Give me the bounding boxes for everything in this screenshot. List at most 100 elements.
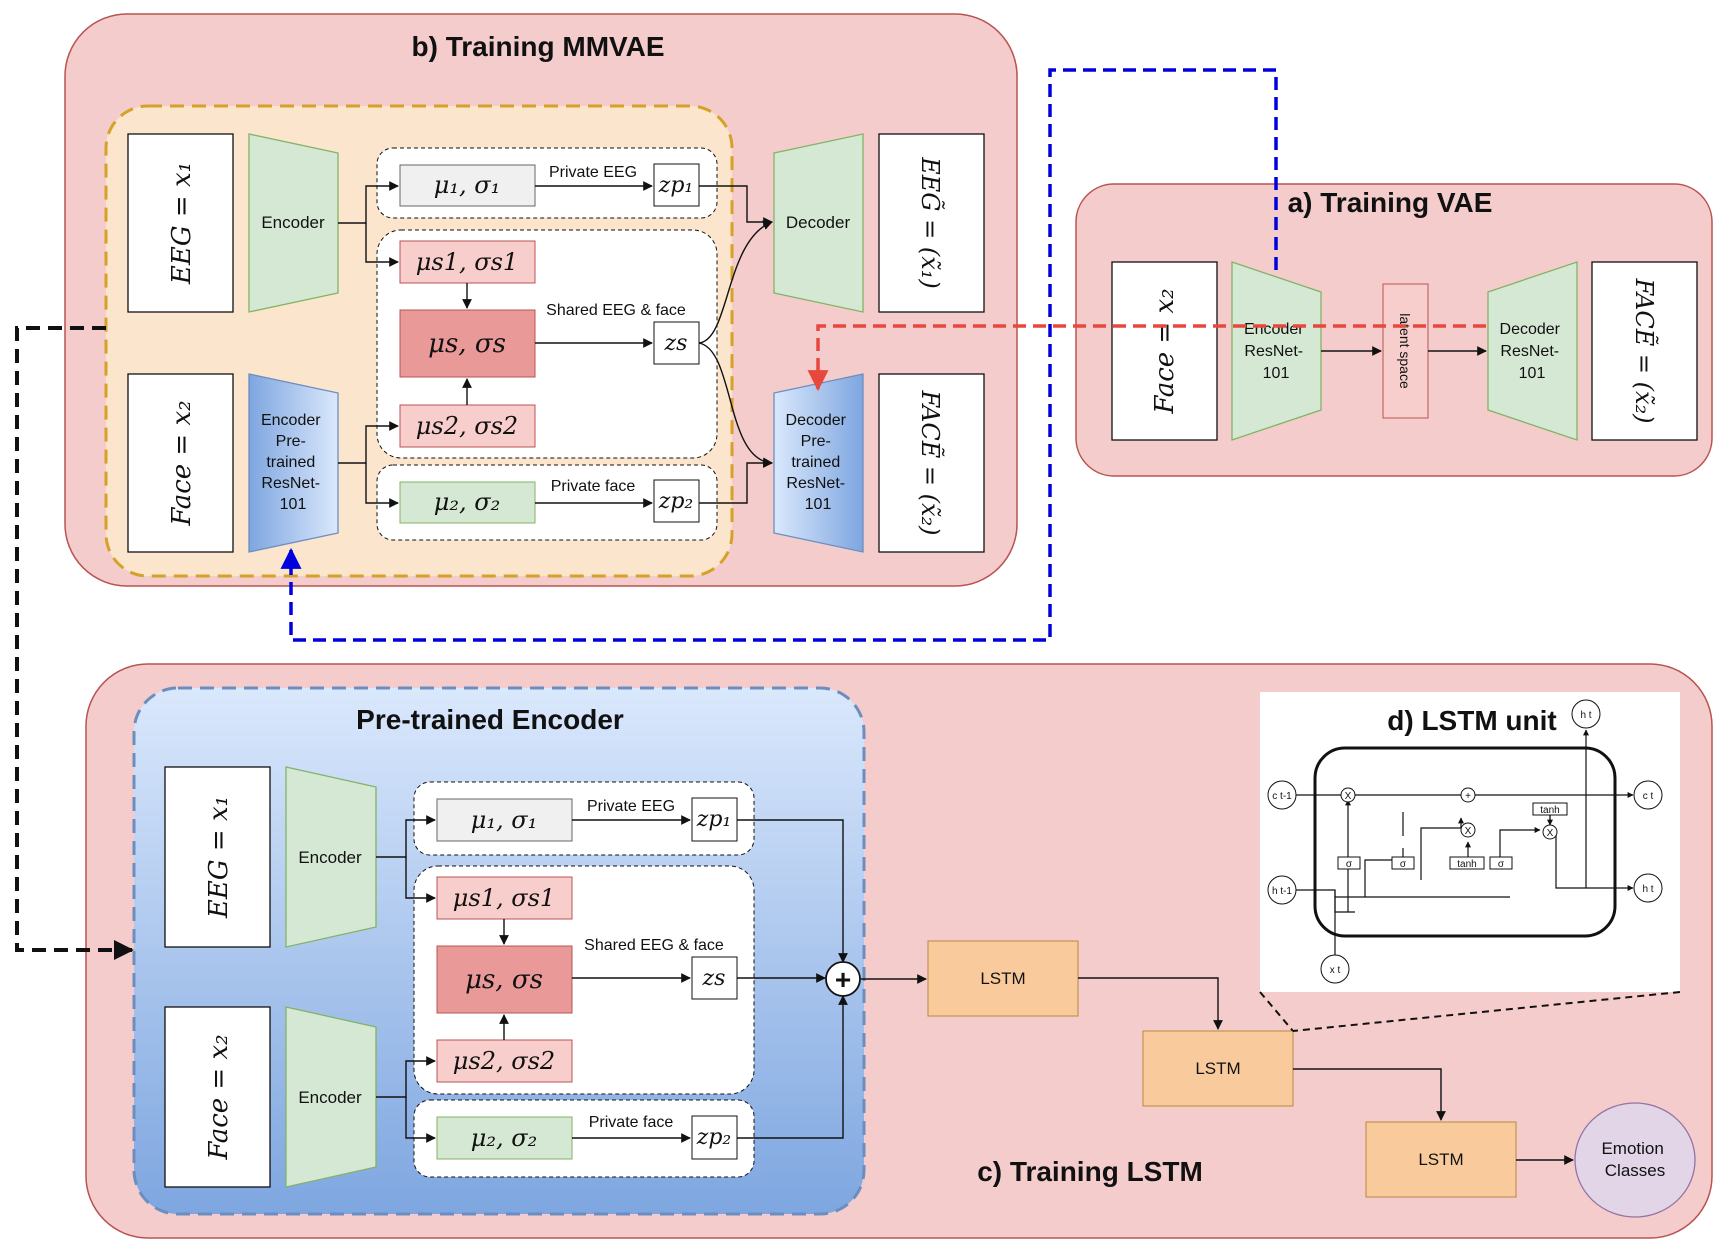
eeg-recon-label: EEG̃ = (x̃₁): [916, 156, 944, 288]
h-prev-node: [1267, 875, 1297, 905]
lstm-box-3: [1365, 1121, 1517, 1198]
face-recon-box: [878, 373, 985, 553]
c-private-face-edge-label: Private face: [589, 1114, 674, 1131]
mus1-sigmas1-box: [399, 240, 536, 284]
c-mus1-sigmas1-label: μs1, σs1: [453, 884, 555, 912]
c-zp2-box: [691, 1115, 738, 1160]
c-shared-edge-label: Shared EEG & face: [584, 937, 724, 954]
zs-label: zs: [664, 331, 688, 356]
mmvae-title: b) Training MMVAE: [411, 31, 664, 62]
forget-mult-label: X: [1345, 791, 1352, 802]
c-zs-box: [691, 956, 738, 1000]
h-next-label: h t: [1642, 884, 1653, 895]
c-mu1-sigma1-label: μ₁, σ₁: [471, 806, 537, 834]
lstm-panel-arrows: [376, 815, 927, 1143]
c-face-encoder: [285, 1006, 377, 1188]
input-mult-node: [1460, 822, 1476, 838]
face-input-box: [127, 373, 234, 553]
vae-decoder-resnet-label: Decoder ResNet- 101: [1500, 321, 1565, 382]
lstm-chain-arrows: [1078, 977, 1574, 1165]
face-input-label: Face = x₂: [167, 400, 197, 526]
c-mu2-sigma2-label: μ₂, σ₂: [471, 1124, 537, 1152]
zp1-box: [653, 163, 700, 207]
h-top-node: [1571, 699, 1601, 729]
eeg-decoder: [773, 133, 864, 313]
lstm-title: c) Training LSTM: [977, 1156, 1203, 1187]
input-gate-sigma-label: σ: [1400, 859, 1407, 870]
vae-face-recon-label: FACẼ = (x̃₂): [1630, 277, 1659, 423]
vae-face-input-label: Face = x₂: [1150, 288, 1180, 414]
c-next-label: c t: [1643, 791, 1654, 802]
shared-group: [376, 229, 718, 459]
mus-sigmas-label: μs, σs: [428, 329, 506, 359]
mus1-sigmas1-label: μs1, σs1: [416, 248, 518, 276]
sum-node: [825, 961, 861, 997]
c-private-eeg-edge-label: Private EEG: [587, 798, 675, 815]
face-encoder-pretrained-label: Encoder Pre- trained ResNet- 101: [261, 412, 325, 513]
vae-decoder-resnet: [1487, 261, 1578, 441]
c-eeg-encoder: [285, 766, 377, 948]
c-zs-label: zs: [702, 966, 726, 991]
x-input-label: x t: [1330, 965, 1341, 976]
c-next-node: [1633, 780, 1663, 810]
lstm-box-1: [927, 940, 1079, 1017]
c-face-encoder-label: Encoder: [298, 1088, 362, 1107]
lstm-box-1-label: LSTM: [980, 969, 1025, 988]
mus2-sigmas2-box: [399, 404, 536, 448]
eeg-input-label: EEG = x₁: [167, 162, 197, 285]
output-gate-sigma: [1489, 856, 1513, 870]
lstm-box-3-label: LSTM: [1418, 1150, 1463, 1169]
vae-title: a) Training VAE: [1288, 187, 1493, 218]
mus-sigmas-box: [399, 309, 536, 378]
eeg-input-box: [127, 133, 234, 313]
output-mult-node: [1542, 824, 1558, 840]
eeg-encoder: [248, 133, 339, 313]
c-face-input-box: [164, 1006, 271, 1188]
x-input-node: [1320, 954, 1350, 984]
output-mult-label: X: [1547, 828, 1554, 839]
cell-tanh: [1532, 802, 1568, 816]
output-gate-sigma-label: σ: [1498, 859, 1505, 870]
lstm-unit-cell: [1313, 746, 1617, 938]
vae-face-recon-box: [1591, 261, 1698, 441]
cell-add-label: +: [1465, 791, 1471, 802]
shared-edge-label: Shared EEG & face: [546, 302, 686, 319]
lstm-box-2: [1142, 1030, 1294, 1107]
c-eeg-input-box: [164, 766, 271, 948]
lstm-unit-nodes: c t-1 h t-1 c t h t h t x t X + X X σ σ …: [1267, 699, 1663, 984]
h-top-label: h t: [1580, 710, 1591, 721]
c-mu2-sigma2-box: [436, 1116, 573, 1160]
zp2-label: zp₂: [658, 489, 694, 514]
face-decoder-pretrained-label: Decoder Pre- trained ResNet- 101: [786, 412, 851, 513]
c-zp1-label: zp₁: [696, 807, 732, 832]
face-encoder-pretrained: [248, 373, 339, 553]
pretrained-encoder-title: Pre-trained Encoder: [356, 704, 624, 735]
zoom-line-right: [1292, 991, 1681, 1032]
eeg-decoder-label: Decoder: [786, 213, 851, 232]
mu1-sigma1-label: μ₁, σ₁: [434, 171, 500, 199]
c-mu1-sigma1-box: [436, 798, 573, 842]
black-transfer-connector: [15, 326, 134, 960]
latent-space-box: [1382, 283, 1429, 419]
forget-gate-sigma-label: σ: [1346, 859, 1353, 870]
vae-encoder-resnet: [1231, 261, 1322, 441]
c-mus2-sigmas2-label: μs2, σs2: [453, 1047, 555, 1075]
c-zp2-label: zp₂: [696, 1125, 732, 1150]
mmvae-arrows: [338, 181, 773, 508]
latent-space-label: latent space: [1397, 313, 1413, 389]
face-decoder-pretrained: [773, 373, 864, 553]
eeg-recon-box: [878, 133, 985, 313]
lstm-box-2-label: LSTM: [1195, 1059, 1240, 1078]
cell-tanh-label: tanh: [1540, 805, 1559, 816]
zp2-box: [653, 479, 700, 523]
lstm-unit-title: d) LSTM unit: [1387, 705, 1557, 736]
input-mult-label: X: [1465, 826, 1472, 837]
c-prev-node: [1267, 780, 1297, 810]
face-recon-label: FACẼ = (x̃₂): [916, 389, 945, 535]
zoom-line-left: [1259, 991, 1294, 1032]
blue-transfer-connector: [280, 68, 1278, 642]
forget-mult-node: [1340, 787, 1356, 803]
mus2-sigmas2-label: μs2, σs2: [416, 412, 518, 440]
h-next-node: [1633, 873, 1663, 903]
